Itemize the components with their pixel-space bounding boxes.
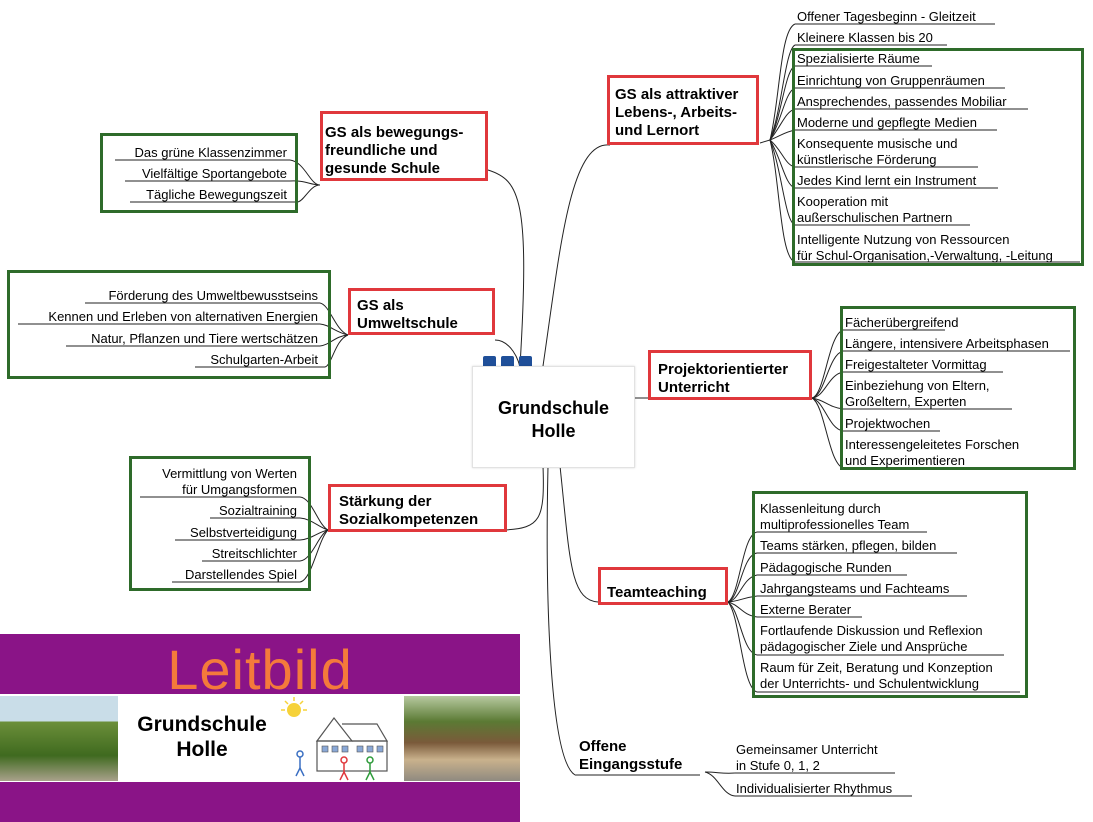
school-entrance-photo — [404, 696, 520, 781]
leaf-eingang-2: Individualisierter Rhythmus — [736, 781, 893, 796]
group-box-attraktiv — [792, 48, 1084, 266]
topic-attraktiv[interactable]: GS als attraktiver Lebens-, Arbeits- und… — [607, 75, 759, 145]
group-box-umwelt — [7, 270, 331, 379]
leaf-projekt-5: Projektwochen — [845, 416, 931, 431]
group-box-sozial — [129, 456, 311, 591]
topic-sozial[interactable]: Stärkung der Sozialkompetenzen — [328, 484, 507, 532]
central-node[interactable]: Grundschule Holle — [472, 366, 635, 468]
leaf-sozial-3: Selbstverteidigung — [190, 525, 297, 540]
topic-team[interactable]: Teamteaching — [598, 567, 728, 605]
leaf-attraktiv-9: Kooperation mit außerschulischen Partner… — [797, 194, 953, 225]
topic-umwelt-title: GS als Umweltschule — [357, 297, 458, 332]
topic-umwelt[interactable]: GS als Umweltschule — [348, 288, 495, 335]
leaf-attraktiv-7: Konsequente musische und künstlerische F… — [797, 136, 958, 167]
banner-word: Leitbild — [167, 638, 353, 701]
leaf-team-5: Externe Berater — [760, 602, 852, 617]
leaf-sozial-1: Vermittlung von Werten für Umgangsformen — [162, 466, 297, 497]
leaf-projekt-3: Freigestalteter Vormittag — [845, 357, 987, 372]
leaf-attraktiv-10: Intelligente Nutzung von Ressourcen für … — [797, 232, 1053, 263]
leaf-umwelt-2: Kennen und Erleben von alternativen Ener… — [48, 309, 318, 324]
topic-sozial-title: Stärkung der Sozialkompetenzen — [339, 493, 479, 528]
leaf-bewegung-3: Tägliche Bewegungszeit — [146, 187, 287, 202]
leaf-bewegung-2: Vielfältige Sportangebote — [141, 166, 287, 181]
leaf-bewegung-1: Das grüne Klassenzimmer — [134, 145, 287, 160]
topic-bewegung[interactable]: GS als bewegungs- freundliche und gesund… — [320, 111, 488, 181]
leaf-projekt-6: Interessengeleitetes Forschen und Experi… — [845, 437, 1020, 468]
topic-eingang-title[interactable]: Offene Eingangsstufe — [579, 738, 683, 773]
leaf-projekt-1: Fächerübergreifend — [845, 315, 959, 330]
leaf-projekt-4: Einbeziehung von Eltern, Großeltern, Exp… — [845, 378, 990, 409]
group-box-projekt — [840, 306, 1076, 470]
leaf-eingang-1: Gemeinsamer Unterricht in Stufe 0, 1, 2 — [736, 742, 878, 773]
leaf-umwelt-1: Förderung des Umweltbewusstseins — [108, 288, 318, 303]
leaf-attraktiv-2: Kleinere Klassen bis 20 — [797, 30, 933, 45]
leaf-team-7: Raum für Zeit, Beratung und Konzeption d… — [760, 660, 993, 691]
leaf-projekt-2: Längere, intensivere Arbeitsphasen — [845, 336, 1049, 351]
school-building-photo — [0, 696, 118, 781]
leaf-team-3: Pädagogische Runden — [760, 560, 892, 575]
leaf-umwelt-4: Schulgarten-Arbeit — [210, 352, 318, 367]
leaf-sozial-2: Sozialtraining — [218, 503, 297, 518]
leaf-attraktiv-3: Spezialisierte Räume — [797, 51, 920, 66]
group-box-team — [752, 491, 1028, 698]
leaf-team-6: Fortlaufende Diskussion und Reflexion pä… — [760, 623, 983, 654]
leaf-team-4: Jahrgangsteams und Fachteams — [760, 581, 950, 596]
banner-logo-text: Grundschule Holle — [137, 713, 267, 761]
central-node-title: Grundschule Holle — [497, 398, 609, 441]
topic-projekt-title: Projektorientierter Unterricht — [658, 361, 789, 396]
topic-bewegung-title: GS als bewegungs- freundliche und gesund… — [325, 124, 464, 177]
group-box-bewegung — [100, 133, 298, 213]
topic-projekt[interactable]: Projektorientierter Unterricht — [648, 350, 812, 400]
children-drawing-image — [281, 697, 389, 781]
leaf-attraktiv-4: Einrichtung von Gruppenräumen — [797, 73, 985, 88]
leaf-attraktiv-1: Offener Tagesbeginn - Gleitzeit — [797, 9, 976, 24]
leaf-team-1: Klassenleitung durch multiprofessionelle… — [760, 501, 910, 532]
leaf-sozial-4: Streitschlichter — [211, 546, 297, 561]
leaf-attraktiv-6: Moderne und gepflegte Medien — [797, 115, 977, 130]
topic-attraktiv-title: GS als attraktiver Lebens-, Arbeits- und… — [615, 86, 739, 139]
topic-team-title: Teamteaching — [607, 584, 707, 601]
leaf-sozial-5: Darstellendes Spiel — [184, 567, 297, 582]
leaf-umwelt-3: Natur, Pflanzen und Tiere wertschätzen — [91, 331, 318, 346]
leaf-team-2: Teams stärken, pflegen, bilden — [760, 538, 937, 553]
leaf-attraktiv-5: Ansprechendes, passendes Mobiliar — [797, 94, 1007, 109]
leaf-attraktiv-8: Jedes Kind lernt ein Instrument — [797, 173, 977, 188]
